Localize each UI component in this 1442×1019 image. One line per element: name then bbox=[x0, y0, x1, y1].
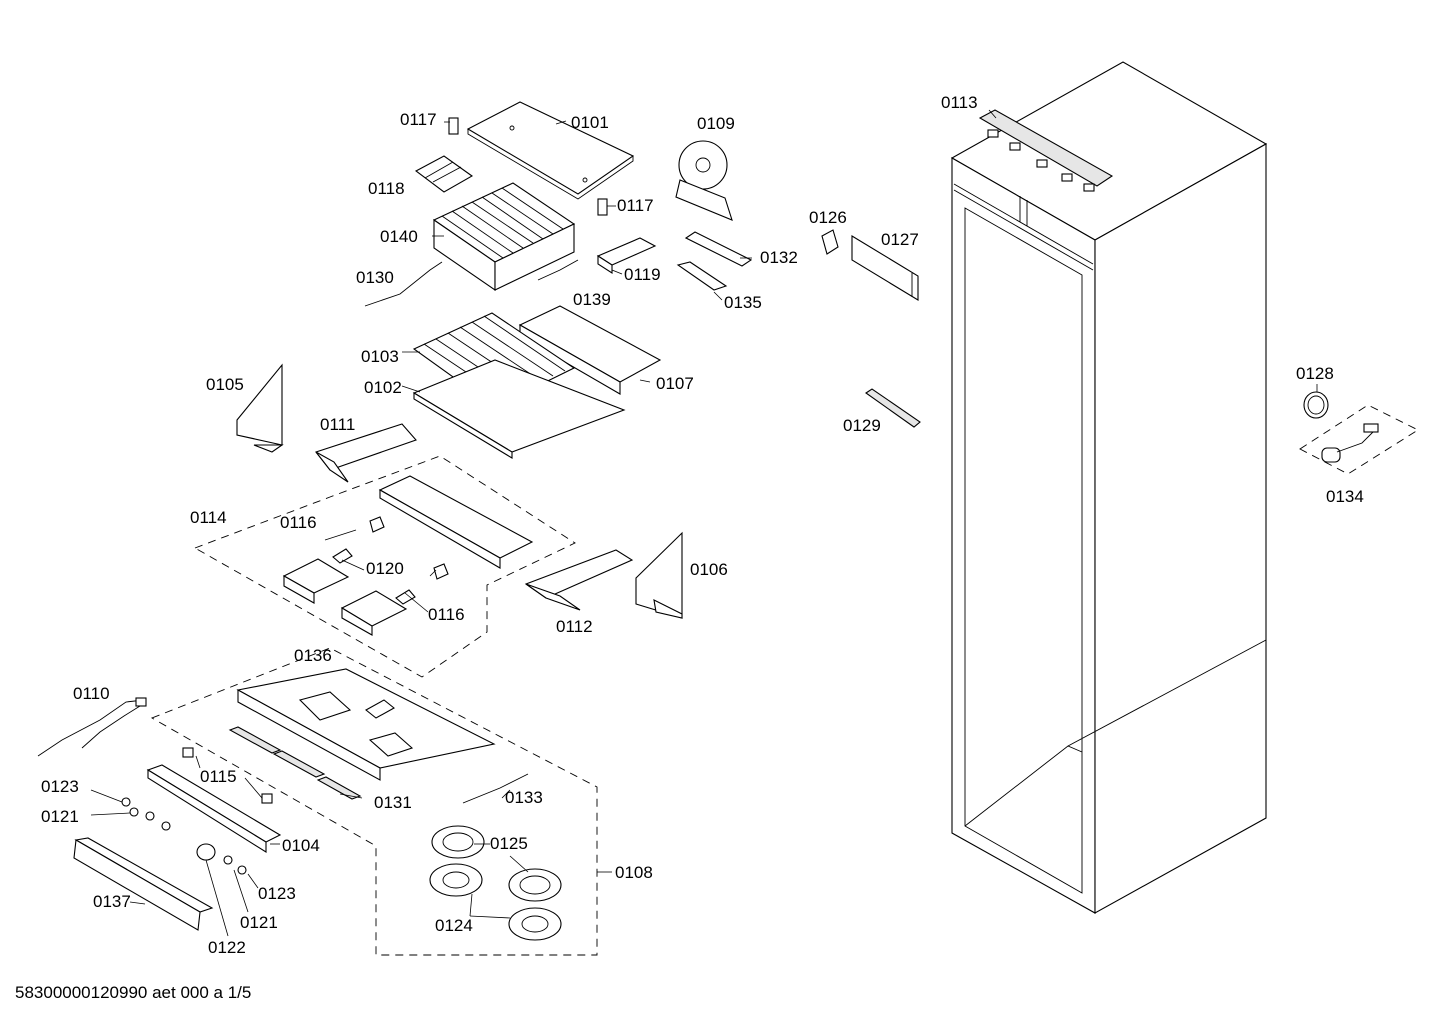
label-0105: 0105 bbox=[206, 375, 244, 394]
button-part-1 bbox=[182, 747, 194, 758]
label-0139: 0139 bbox=[573, 290, 611, 309]
lamp-cover-part bbox=[378, 475, 534, 569]
drip-tray bbox=[412, 359, 626, 459]
label-0102: 0102 bbox=[364, 378, 402, 397]
label-0106: 0106 bbox=[690, 560, 728, 579]
label-0101: 0101 bbox=[571, 113, 609, 132]
knob-part-1 bbox=[121, 797, 139, 817]
knob-part-2 bbox=[145, 811, 171, 831]
bracket-small-part bbox=[676, 261, 728, 291]
bulb-2 bbox=[395, 589, 416, 605]
insulation-strip-1 bbox=[228, 726, 282, 754]
label-0135: 0135 bbox=[724, 293, 762, 312]
rotary-knob-part bbox=[196, 843, 216, 861]
bulb-1 bbox=[332, 548, 353, 564]
control-assembly-dash-outline bbox=[150, 647, 598, 956]
label-0121-left: 0121 bbox=[41, 807, 79, 826]
grommet-lower-2 bbox=[508, 907, 562, 941]
label-0113: 0113 bbox=[941, 93, 978, 112]
lamp-socket-1 bbox=[369, 516, 385, 533]
heat-sink-part bbox=[414, 155, 474, 193]
label-0110: 0110 bbox=[73, 684, 110, 703]
temperature-probe-part bbox=[462, 773, 529, 804]
lamp-assembly-part bbox=[1299, 404, 1419, 475]
strip-part bbox=[865, 388, 921, 428]
label-0107: 0107 bbox=[656, 374, 694, 393]
sensor-cable-left bbox=[364, 261, 443, 307]
part-labels: 0101 0117 0109 0118 0117 0140 0130 0119 … bbox=[41, 93, 1364, 957]
knob-part-3 bbox=[223, 855, 247, 875]
label-0104: 0104 bbox=[282, 836, 320, 855]
label-0120: 0120 bbox=[366, 559, 404, 578]
rail-left bbox=[315, 423, 417, 483]
label-0122: 0122 bbox=[208, 938, 246, 957]
fan-assembly bbox=[675, 140, 733, 221]
handle-part bbox=[684, 231, 753, 267]
front-panel-part bbox=[73, 837, 214, 931]
label-0103: 0103 bbox=[361, 347, 399, 366]
label-0112: 0112 bbox=[556, 617, 593, 636]
label-0118: 0118 bbox=[368, 179, 405, 198]
evaporator-coil bbox=[432, 182, 576, 292]
label-0119: 0119 bbox=[624, 265, 661, 284]
label-0109: 0109 bbox=[697, 114, 735, 133]
control-mount-plate bbox=[236, 668, 496, 781]
label-0137: 0137 bbox=[93, 892, 131, 911]
grommet-lower-1 bbox=[429, 863, 483, 897]
side-bracket-left bbox=[236, 363, 284, 453]
label-0121-right: 0121 bbox=[240, 913, 278, 932]
label-0115: 0115 bbox=[200, 767, 237, 786]
label-0124: 0124 bbox=[435, 916, 473, 935]
wiring-harness-part bbox=[37, 697, 147, 757]
label-0111: 0111 bbox=[320, 415, 355, 434]
light-housing-1 bbox=[282, 558, 350, 604]
label-0126: 0126 bbox=[809, 208, 847, 227]
label-0136: 0136 bbox=[294, 646, 332, 665]
top-bracket bbox=[978, 109, 1114, 192]
cabinet-housing bbox=[950, 61, 1268, 914]
label-0140: 0140 bbox=[380, 227, 418, 246]
grommet-upper-1 bbox=[431, 825, 485, 859]
sensor-cable-right bbox=[537, 259, 579, 281]
label-0128: 0128 bbox=[1296, 364, 1334, 383]
label-0116-lower: 0116 bbox=[428, 605, 465, 624]
label-0133: 0133 bbox=[505, 788, 543, 807]
label-0127: 0127 bbox=[881, 230, 919, 249]
button-part-2 bbox=[261, 793, 273, 804]
control-unit-part bbox=[596, 237, 657, 275]
insulation-strip-3 bbox=[316, 776, 362, 800]
insulation-strip-2 bbox=[272, 750, 326, 778]
label-0114: 0114 bbox=[190, 508, 227, 527]
light-housing-2 bbox=[340, 590, 408, 636]
label-0108: 0108 bbox=[615, 863, 653, 882]
label-0134: 0134 bbox=[1326, 487, 1364, 506]
leader-lines bbox=[90, 109, 1318, 937]
label-0129: 0129 bbox=[843, 416, 881, 435]
grommet-upper-2 bbox=[508, 868, 562, 902]
label-0117-upper: 0117 bbox=[400, 110, 437, 129]
label-0123-left: 0123 bbox=[41, 777, 79, 796]
lamp-socket-2 bbox=[433, 563, 449, 580]
clip-lower bbox=[597, 198, 608, 216]
rail-right bbox=[524, 549, 634, 611]
label-0116-upper: 0116 bbox=[280, 513, 317, 532]
switch-part bbox=[821, 229, 839, 255]
control-panel-part bbox=[146, 764, 282, 853]
label-0117-lower: 0117 bbox=[617, 196, 654, 215]
side-bracket-right bbox=[635, 531, 683, 619]
lamp-cover-dash-outline bbox=[193, 455, 576, 678]
label-0132: 0132 bbox=[760, 248, 798, 267]
label-0131: 0131 bbox=[374, 793, 412, 812]
label-0123-right: 0123 bbox=[258, 884, 296, 903]
clip-upper bbox=[448, 117, 459, 135]
connector-part bbox=[365, 699, 395, 719]
lamp-ring-part bbox=[1303, 391, 1329, 419]
cover-panel bbox=[851, 235, 919, 301]
label-0130: 0130 bbox=[356, 268, 394, 287]
label-0125: 0125 bbox=[490, 834, 528, 853]
top-cover-plate bbox=[466, 101, 635, 200]
document-footer-code: 58300000120990 aet 000 a 1/5 bbox=[15, 983, 251, 1002]
